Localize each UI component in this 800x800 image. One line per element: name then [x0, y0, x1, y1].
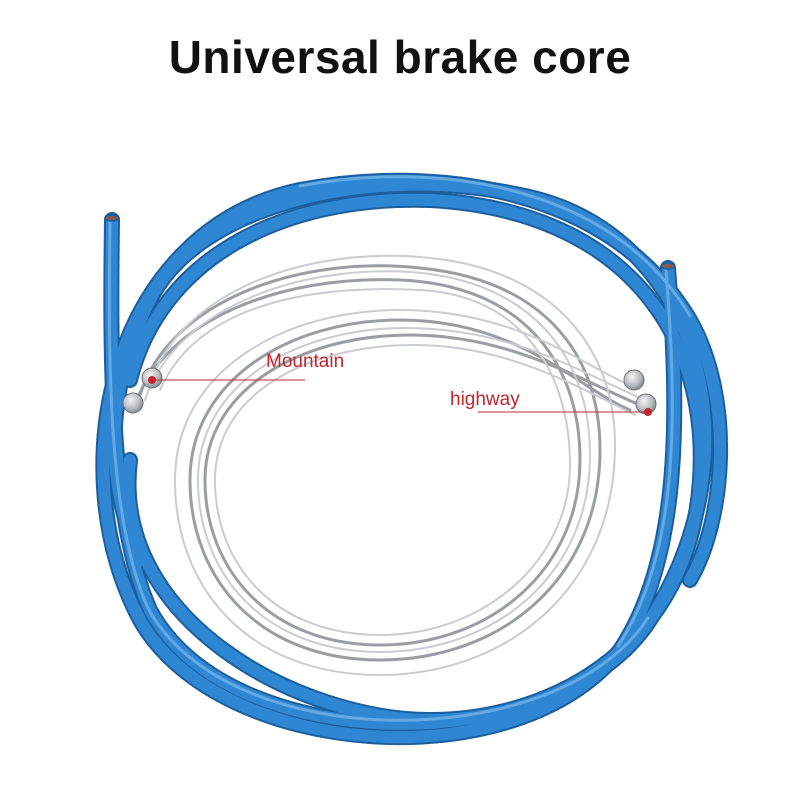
blue-cable-housing [95, 172, 729, 746]
label-highway: highway [450, 389, 520, 410]
callout-mountain [148, 376, 305, 384]
page-title: Universal brake core [168, 31, 632, 83]
label-mountain: Mountain [266, 351, 345, 372]
callout-highway [478, 408, 652, 416]
silver-brake-cables [122, 254, 657, 677]
